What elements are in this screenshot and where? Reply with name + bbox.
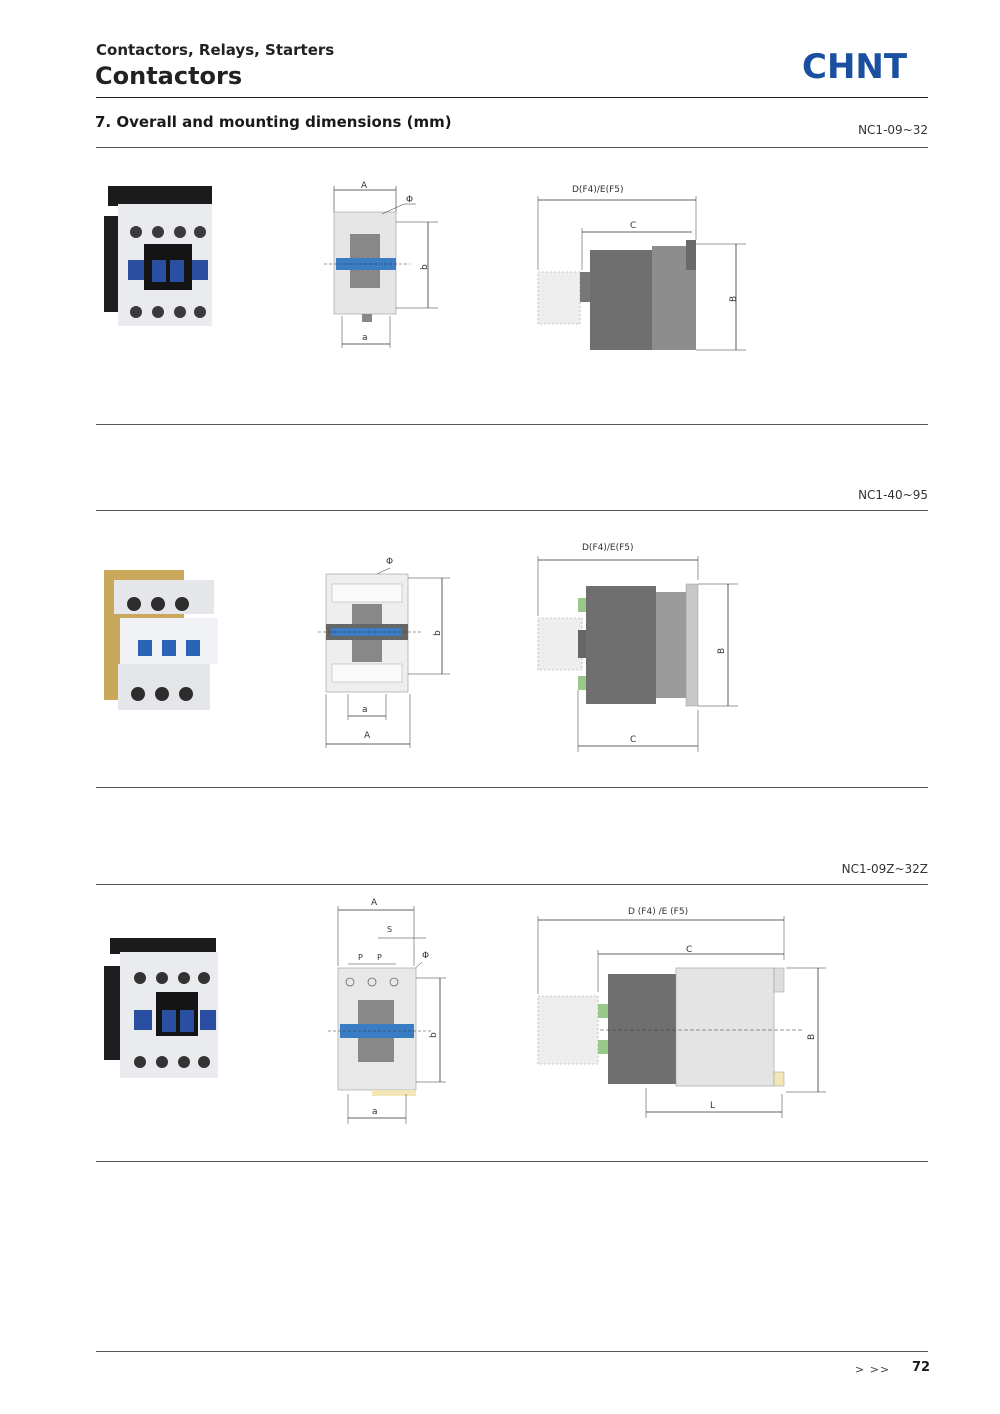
dim-C: C [630,221,636,231]
dim-B: B [717,648,727,654]
page-number: 72 [912,1360,931,1375]
side-view-drawing-1: D(F4)/E(F5) C B [537,185,746,351]
model-label-2: NC1-40~95 [858,488,928,502]
front-view-drawing-2: Φ b a A [318,557,450,748]
dim-A: A [361,181,368,191]
dim-D: D (F4) /E (F5) [628,907,688,917]
dim-b: b [433,630,443,636]
section-rule [96,787,928,788]
section-rule [96,424,928,425]
dim-A: A [364,731,371,741]
model-label-1: NC1-09~32 [858,123,928,137]
logo-text: CHNT [802,47,908,85]
dim-phi: Φ [406,195,413,205]
contactor-photo-2 [104,570,218,710]
section-rule [96,1161,928,1162]
footer-rule [96,1351,928,1352]
page-title: Contactors [95,62,243,90]
section-rule [96,510,928,511]
side-view-drawing-2: D(F4)/E(F5) B C [537,543,738,752]
front-view-drawing-3: A S P P Φ b a [328,898,446,1124]
model-label-3: NC1-09Z~32Z [841,862,928,876]
front-view-drawing-1: A b Φ a [324,181,438,348]
contactor-photo-1 [104,186,212,326]
dim-A: A [371,898,378,908]
contactor-photo-3 [104,938,218,1078]
dim-phi: Φ [386,557,393,567]
dim-L: L [710,1101,715,1111]
dim-B: B [807,1034,817,1040]
section-title: 7. Overall and mounting dimensions (mm) [95,113,452,131]
dim-a: a [362,333,368,343]
category-heading: Contactors, Relays, Starters [96,41,335,59]
dim-P2: P [377,953,382,962]
chnt-logo: CHNT [802,47,908,85]
dim-a: a [372,1107,378,1117]
dim-D: D(F4)/E(F5) [582,543,634,553]
dim-B: B [729,296,739,302]
header-rule [96,97,928,98]
side-view-drawing-3: D (F4) /E (F5) C B L [537,907,826,1118]
dim-b: b [420,264,430,270]
dim-S: S [387,925,392,934]
dim-P1: P [358,953,363,962]
dim-C: C [630,735,636,745]
dim-phi: Φ [422,951,429,961]
dim-C: C [686,945,692,955]
section-rule [96,147,928,148]
page-nav[interactable]: > >> [855,1363,891,1376]
dim-D: D(F4)/E(F5) [572,185,624,195]
dim-a: a [362,705,368,715]
section-rule [96,884,928,885]
dim-b: b [429,1032,439,1038]
